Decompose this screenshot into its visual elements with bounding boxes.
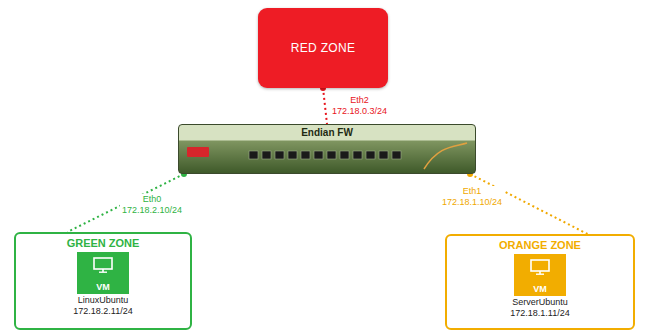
vm-caption: LinuxUbuntu	[78, 295, 129, 305]
vm-node: VM ServerUbuntu172.18.1.11/24	[447, 254, 633, 318]
firewall-device: Endian FW	[178, 124, 476, 174]
interface-label: Eth0 172.18.2.10/24	[120, 194, 184, 216]
box-text-wrap: RED ZONE	[287, 37, 359, 59]
network-link	[320, 85, 327, 124]
ethernet-port	[288, 151, 297, 159]
device-name: Endian FW	[179, 125, 475, 138]
monitor-symbol	[93, 257, 113, 273]
ethernet-port	[353, 151, 362, 159]
device-swoosh	[424, 143, 467, 169]
zone-heading: ORANGE ZONE	[447, 236, 633, 251]
link-line	[67, 174, 184, 232]
vm-caption: ServerUbuntu	[512, 297, 568, 307]
link-line	[323, 88, 327, 124]
interface-label: Eth2 172.18.0.3/24	[330, 95, 389, 117]
monitor-screen	[94, 258, 112, 269]
ethernet-port	[392, 151, 401, 159]
ethernet-port	[366, 151, 375, 159]
zone-heading: GREEN ZONE	[16, 234, 190, 249]
vm-icon: VM	[77, 252, 129, 294]
ethernet-port	[301, 151, 310, 159]
network-link	[67, 171, 187, 232]
ethernet-port	[262, 151, 271, 159]
vm-caption: 172.18.1.11/24	[510, 308, 569, 318]
vm-node: VM LinuxUbuntu172.18.2.11/24	[16, 252, 190, 316]
monitor-screen	[531, 260, 549, 271]
device-logo	[187, 147, 209, 157]
ethernet-port	[314, 151, 323, 159]
zone-box: RED ZONE	[258, 8, 388, 88]
ethernet-port	[340, 151, 349, 159]
ethernet-port	[327, 151, 336, 159]
vm-label: VM	[533, 284, 547, 294]
ethernet-port	[275, 151, 284, 159]
monitor-base	[536, 274, 544, 275]
zone-group: GREEN ZONE VM LinuxUbuntu172.18.2.11/24	[14, 232, 192, 330]
vm-icon: VM	[514, 254, 566, 296]
interface-label: Eth1 172.18.1.10/24	[440, 186, 504, 208]
monitor-symbol	[530, 259, 550, 275]
zone-title: RED ZONE	[287, 37, 359, 59]
ethernet-port	[249, 151, 258, 159]
vm-label: VM	[96, 282, 110, 292]
ethernet-port	[379, 151, 388, 159]
zone-group: ORANGE ZONE VM ServerUbuntu172.18.1.11/24	[445, 234, 635, 330]
monitor-base	[99, 272, 107, 273]
vm-caption: 172.18.2.11/24	[73, 306, 132, 316]
